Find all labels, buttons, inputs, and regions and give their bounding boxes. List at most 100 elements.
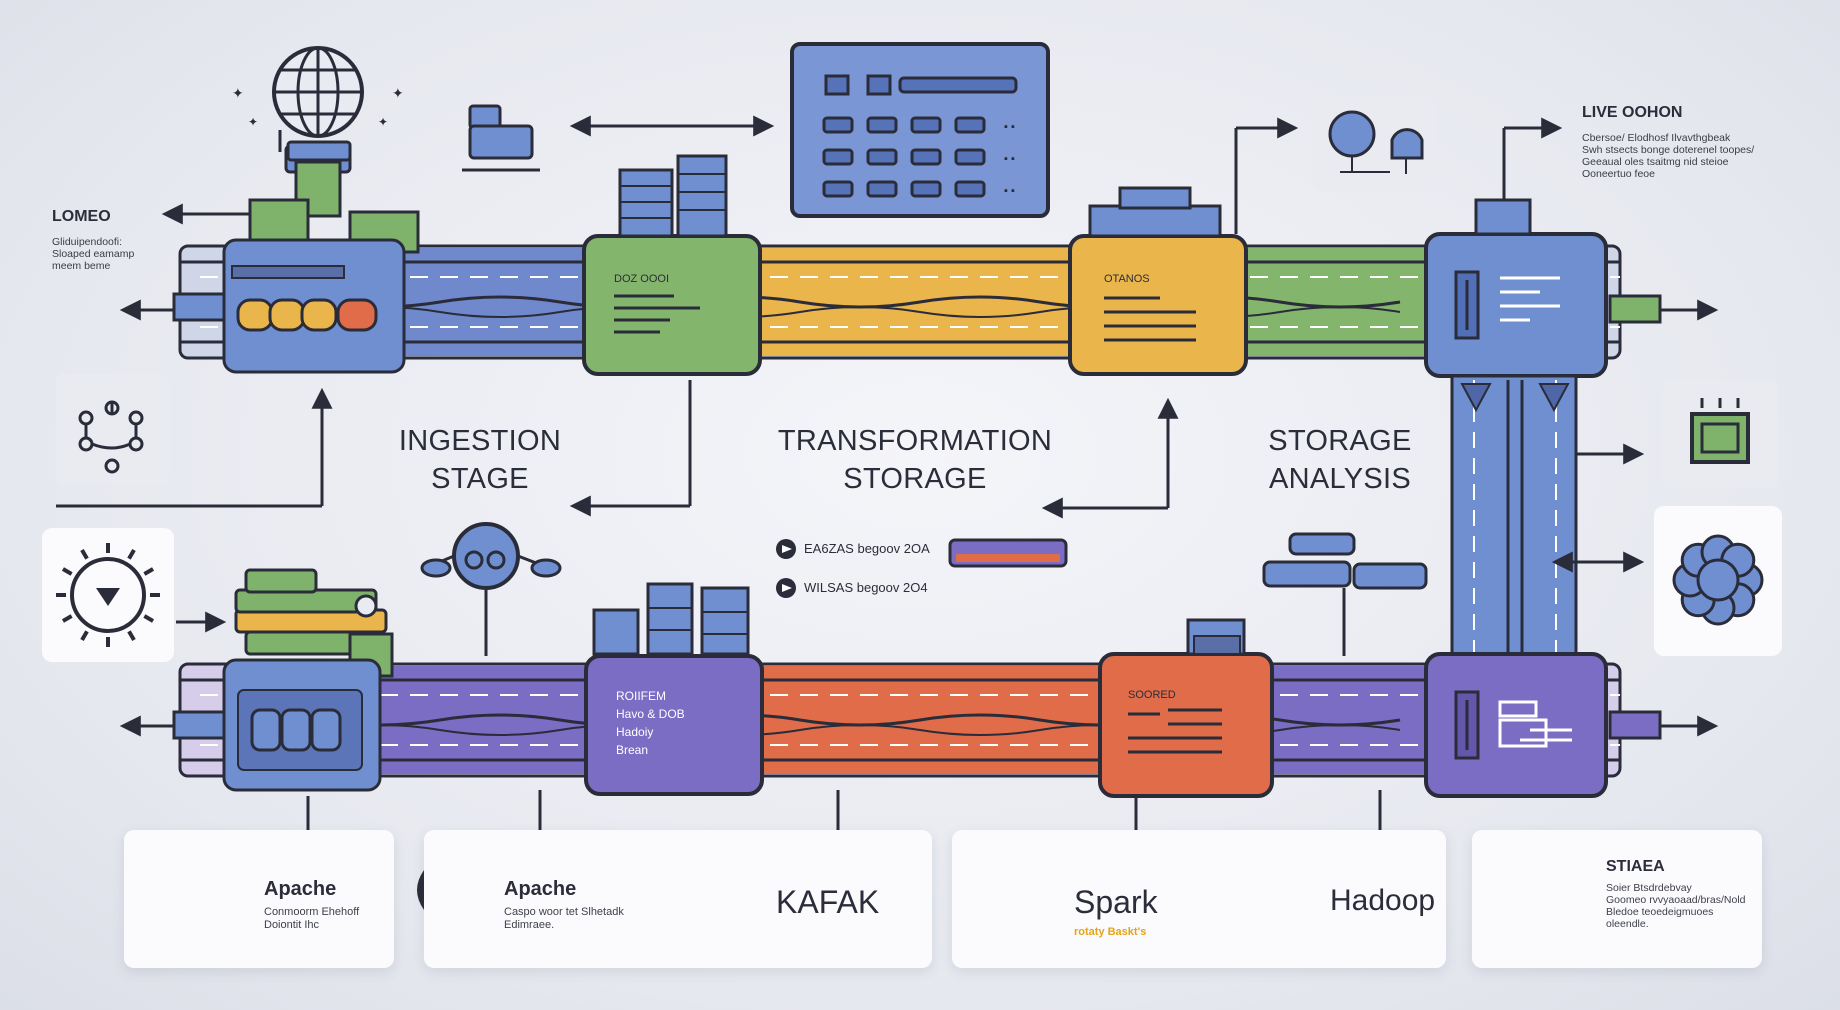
note-line: Geeaual oles tsaitmg nid steioe <box>1582 156 1729 168</box>
tool-card-spark-hadoop <box>952 830 1446 968</box>
stage-label-line: STAGE <box>431 463 529 495</box>
orange-module-bottom: SOORED <box>1098 618 1274 798</box>
left-note-title: LOMEO <box>52 208 111 225</box>
note-line: Ooneertuo feoe <box>1582 168 1655 180</box>
svg-text:✦: ✦ <box>378 115 388 129</box>
sun-ray <box>61 614 73 623</box>
panel-key <box>866 180 898 198</box>
tool-desc-line: Caspo woor tet Slhetadk <box>504 906 624 918</box>
tool-desc-line: oleendle. <box>1606 918 1649 930</box>
tool-desc-line: Doiontit Ihc <box>264 919 320 931</box>
top-pipeline <box>178 244 1622 360</box>
bottom-pipeline <box>178 662 1622 778</box>
panel-key <box>954 180 986 198</box>
sun-ray <box>61 567 73 576</box>
tool-name: KAFAK <box>776 884 880 920</box>
storage-stage-label: STORAGE ANALYSIS <box>1250 422 1430 498</box>
storage-node-top <box>1424 198 1662 378</box>
module-line: ROIIFEM <box>616 689 666 703</box>
panel-dots: ▪ ▪ <box>1004 185 1015 197</box>
server-stack-icon <box>1262 532 1428 656</box>
storage-node-bottom <box>1424 652 1662 798</box>
stage-label-line: STORAGE <box>1268 425 1412 457</box>
tool-card-apache-kafka <box>424 830 932 968</box>
tool-desc: Soier Btsdrdebvay Goomeo rvvyaoaad/bras/… <box>1606 882 1756 930</box>
stage-label-line: TRANSFORMATION <box>777 425 1053 457</box>
right-note-body: Cbersoe/ Elodhosf Ilvavthgbeak Swh stsec… <box>1582 132 1802 180</box>
panel-key <box>954 148 986 166</box>
vertical-connector <box>1450 374 1578 662</box>
module-title: SOORED <box>1128 689 1176 701</box>
network-node-icon <box>420 522 562 656</box>
tool-desc-line: Conmoorm Ehehoff <box>264 906 360 918</box>
dashboard-panel: ▪ ▪ ▪ ▪ ▪ ▪ <box>790 42 1050 218</box>
note-line: Cbersoe/ Elodhosf Ilvavthgbeak <box>1582 132 1731 144</box>
panel-key <box>822 180 854 198</box>
green-module-top: DOZ OOOI <box>582 154 762 376</box>
svg-text:✦: ✦ <box>232 85 244 101</box>
module-line: Brean <box>616 743 648 757</box>
panel-key <box>866 116 898 134</box>
note-line: Sloaped eamamp <box>52 248 135 260</box>
sun-ray <box>143 614 155 623</box>
globe-icon: ✦ ✦ ✦ ✦ <box>232 46 404 162</box>
panel-key <box>866 148 898 166</box>
tool-desc: Caspo woor tet Slhetadk Edimraee. <box>504 906 624 932</box>
note-line: Gliduipendoofi: <box>52 236 123 248</box>
stage-label-line: ANALYSIS <box>1268 463 1412 495</box>
ingestion-stage-label: INGESTION STAGE <box>380 422 580 498</box>
panel-dots: ▪ ▪ <box>1004 121 1015 133</box>
source-machine-bottom <box>172 568 394 792</box>
tool-desc-line: Soier Btsdrdebvay <box>1606 882 1692 894</box>
note-line: meem beme <box>52 260 111 272</box>
mid-note-1: EA6ZAS begoov 2OA <box>804 541 930 556</box>
stage-label-line: STORAGE <box>843 463 987 495</box>
module-line: Havo & DOB <box>616 707 685 721</box>
sun-gear-icon <box>42 528 174 662</box>
tool-name: STIAEA <box>1606 858 1665 875</box>
sun-ray <box>80 630 89 642</box>
sun-ray <box>80 548 89 560</box>
panel-key <box>910 148 942 166</box>
network-icon <box>56 374 170 484</box>
mid-notes <box>776 538 1068 598</box>
tool-desc-line: rotaty Baskt's <box>1074 926 1147 938</box>
sun-ray <box>127 548 136 560</box>
sun-ray <box>143 567 155 576</box>
panel-key <box>910 116 942 134</box>
tool-desc-line: Goomeo rvvyaoaad/bras/Nold <box>1606 894 1746 906</box>
tool-desc: rotaty Baskt's <box>1074 926 1146 939</box>
tool-name: Apache <box>504 878 577 900</box>
tool-card-apache-1 <box>124 830 394 968</box>
sun-ray <box>127 630 136 642</box>
module-title: DOZ OOOI <box>614 273 669 285</box>
neural-icon <box>1654 506 1782 656</box>
stage-label-line: INGESTION <box>398 425 562 457</box>
mid-note-2: WILSAS begoov 2O4 <box>804 580 928 595</box>
tool-desc-line: Edimraee. <box>504 919 555 931</box>
tool-card-other <box>1472 830 1762 968</box>
panel-key <box>822 148 854 166</box>
tool-desc: Conmoorm Ehehoff Doiontit Ihc <box>264 906 359 932</box>
panel-key <box>822 116 854 134</box>
chip-icon <box>1662 380 1778 488</box>
panel-key <box>910 180 942 198</box>
source-machine-top <box>172 130 420 374</box>
yellow-module-top: OTANOS <box>1068 186 1248 376</box>
transformation-stage-label: TRANSFORMATION STORAGE <box>760 422 1070 498</box>
svg-text:✦: ✦ <box>392 85 404 101</box>
panel-key <box>954 116 986 134</box>
process-flow-icon <box>1312 96 1436 192</box>
svg-text:✦: ✦ <box>248 115 258 129</box>
tool-name: Spark <box>1074 884 1158 920</box>
tool-desc-line: Bledoe teoedeigmuoes <box>1606 906 1714 918</box>
panel-dots: ▪ ▪ <box>1004 153 1015 165</box>
robot-icon <box>462 104 540 172</box>
tool-name: Hadoop <box>1330 884 1436 917</box>
right-note-title: LIVE OOHON <box>1582 104 1683 121</box>
module-line: Hadoiy <box>616 725 653 739</box>
module-title: OTANOS <box>1104 273 1150 285</box>
left-note-body: Gliduipendoofi: Sloaped eamamp meem beme <box>52 236 172 272</box>
